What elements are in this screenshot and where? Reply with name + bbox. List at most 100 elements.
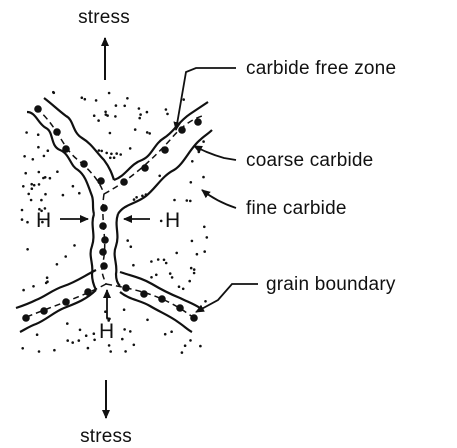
fine-carbide-dot xyxy=(193,268,196,271)
fine-carbide-dot xyxy=(21,209,24,212)
fine-carbide-dot xyxy=(169,272,172,275)
fine-carbide-dot xyxy=(21,347,24,350)
fine-carbide-dot xyxy=(44,193,47,196)
fine-carbide-dot xyxy=(64,255,67,258)
coarse-carbide-dot xyxy=(99,222,107,230)
fine-carbide-dot xyxy=(133,198,136,201)
callout-leaders xyxy=(176,68,258,312)
fine-carbide-dot xyxy=(53,92,56,95)
fine-carbide-dot xyxy=(105,152,108,155)
fine-carbide-dot xyxy=(113,156,116,159)
fine-carbide-dot xyxy=(150,260,153,263)
fine-carbide-dot xyxy=(30,199,33,202)
fine-carbide-dot xyxy=(78,192,81,195)
fine-carbide-dot xyxy=(56,170,59,173)
coarse-carbide-dot xyxy=(100,204,108,212)
h-left-label: H xyxy=(36,209,51,232)
fine-carbide-dot xyxy=(132,264,135,267)
fine-carbide-dot xyxy=(202,176,205,179)
fine-carbide-dot xyxy=(108,344,111,347)
fine-carbide-dot xyxy=(158,175,161,178)
fine-carbide-dot xyxy=(108,92,111,95)
fine-carbide-dot xyxy=(104,111,107,114)
coarse-carbide-dot xyxy=(190,314,198,322)
fine-carbide-dot xyxy=(93,339,96,342)
fine-carbide-dot xyxy=(182,288,185,291)
fine-carbide-dot xyxy=(166,113,169,116)
coarse-carbide-dot xyxy=(122,284,130,292)
fine-carbide-dot xyxy=(204,300,207,303)
fine-carbide-dot xyxy=(46,280,49,283)
coarse-carbide-dot xyxy=(178,126,186,134)
fine-carbide-dot xyxy=(170,330,173,333)
coarse-carbide-dot xyxy=(34,105,42,113)
fine-carbide-dot xyxy=(138,117,141,120)
carbide-free-zone-label: carbide free zone xyxy=(246,58,396,79)
fine-carbide-dot xyxy=(134,128,137,131)
fine-carbide-dot xyxy=(97,119,100,122)
coarse-carbide-dot xyxy=(158,295,166,303)
fine-carbide-dot xyxy=(72,185,75,188)
fine-carbide-dot xyxy=(49,177,52,180)
coarse-carbide-dot xyxy=(40,307,48,315)
fine-carbide-dot xyxy=(146,111,149,114)
grain-boundary-label: grain boundary xyxy=(266,274,396,295)
fine-carbide-dot xyxy=(189,200,192,203)
coarse-carbide-dot xyxy=(194,118,202,126)
fine-carbide-dot xyxy=(33,184,36,187)
fine-carbide-dot xyxy=(203,250,206,253)
fine-carbide-dot xyxy=(119,153,122,156)
fine-carbide-dot xyxy=(199,345,202,348)
fine-carbide-dot xyxy=(38,183,41,186)
fine-carbide-dot xyxy=(193,272,196,275)
fine-carbide-dot xyxy=(79,329,82,332)
fine-carbide-dot xyxy=(53,349,56,352)
fine-carbide-dot xyxy=(24,172,27,175)
fine-carbide-dot xyxy=(32,158,35,161)
fine-carbide-dot xyxy=(37,133,40,136)
fine-carbide-dot xyxy=(115,104,118,107)
fine-carbide-dot xyxy=(40,199,43,202)
fine-carbide-dot xyxy=(190,267,193,270)
coarse-carbide-dot xyxy=(84,288,92,296)
fine-carbide-dot xyxy=(124,350,127,353)
fine-carbide-dot xyxy=(203,226,206,229)
fine-carbide-dot xyxy=(66,339,69,342)
fine-carbide-dot xyxy=(42,177,45,180)
fine-carbide-dot xyxy=(135,196,138,199)
fine-carbide-dot xyxy=(93,114,96,117)
fine-carbide-dot xyxy=(175,252,178,255)
fine-carbide-dot xyxy=(26,221,29,224)
fine-carbide-dot xyxy=(126,97,129,100)
coarse-carbide-dot xyxy=(62,298,70,306)
fine-carbide-dot xyxy=(84,98,87,101)
fine-carbide-dot xyxy=(32,285,35,288)
fine-carbide-dot xyxy=(27,193,30,196)
fine-carbide-dot xyxy=(37,146,40,149)
fine-carbide-dot xyxy=(146,319,149,322)
h-bottom-label: H xyxy=(99,320,114,343)
fine-carbide-dot xyxy=(189,339,192,342)
fine-carbide-dot xyxy=(114,115,117,118)
fine-carbide-dot xyxy=(178,285,181,288)
fine-carbide-label: fine carbide xyxy=(246,198,347,219)
coarse-carbide-dot xyxy=(101,236,109,244)
coarse-carbide-dot xyxy=(141,164,149,172)
coarse-carbide-dot xyxy=(53,128,61,136)
fine-carbide-dot xyxy=(109,157,112,160)
fine-carbide-dot xyxy=(109,350,112,353)
fine-carbide-dot xyxy=(110,153,113,156)
fine-carbide-dot xyxy=(43,155,46,158)
fine-carbide-dot xyxy=(157,258,160,261)
fine-carbide-dot xyxy=(181,351,184,354)
fine-carbide-dot xyxy=(93,332,96,335)
fine-carbide-dot xyxy=(81,96,84,99)
fine-carbide-dot xyxy=(105,113,108,116)
coarse-carbide-label: coarse carbide xyxy=(246,150,373,171)
fine-carbide-dot xyxy=(202,140,205,143)
fine-carbide-dot xyxy=(188,280,191,283)
fine-carbide-dot xyxy=(87,347,90,350)
fine-carbide-dot xyxy=(36,333,39,336)
fine-carbide-dot xyxy=(129,330,132,333)
grain-boundary-leader xyxy=(196,284,258,312)
